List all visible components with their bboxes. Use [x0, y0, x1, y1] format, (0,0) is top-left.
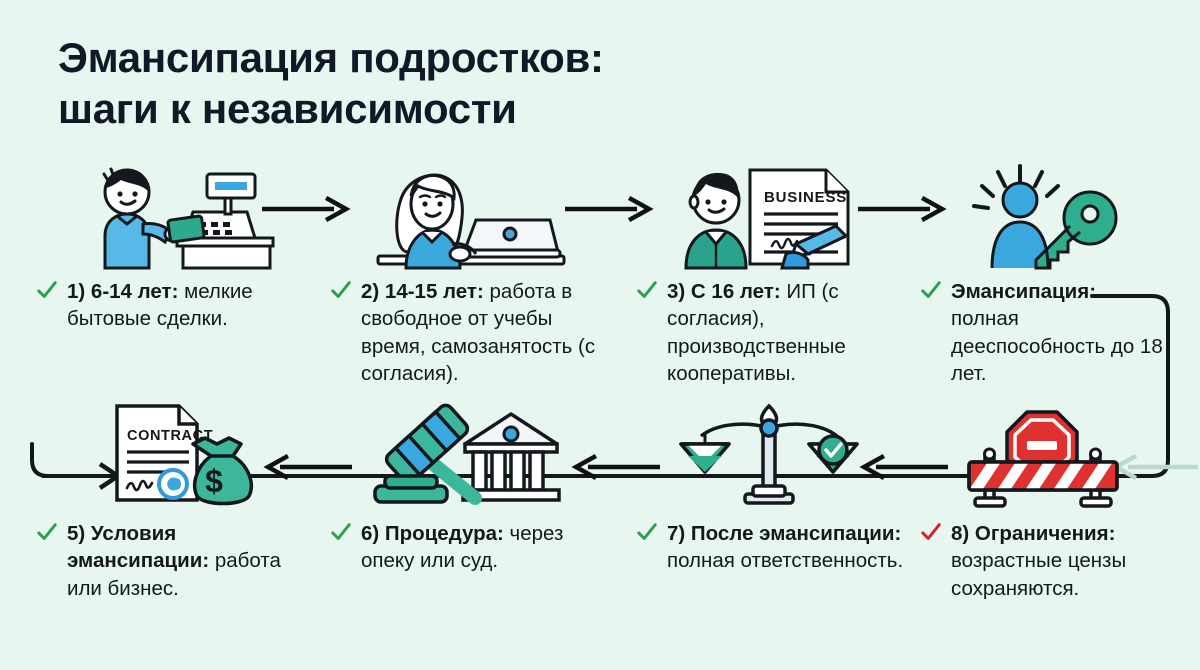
person-with-key-icon — [918, 160, 1168, 270]
check-icon-8 — [921, 523, 941, 540]
arrow-step7-to-step6 — [570, 453, 660, 481]
flow-row-1: 1) 6-14 лет: мелкие бытовые сделки. — [0, 160, 1200, 400]
check-icon-6 — [331, 523, 351, 540]
page-title: Эмансипация подростков: шаги к независим… — [58, 34, 604, 133]
step-2-text: 2) 14-15 лет: работа в свободное от учеб… — [328, 278, 616, 387]
step-5-bold: 5) Условия эмансипации: — [67, 522, 210, 573]
step-4-text: Эмансипация: полная дееспособность до 18… — [918, 278, 1168, 387]
check-icon-2 — [331, 281, 351, 298]
teen-paying-at-cash-register-icon — [34, 160, 306, 270]
step-card-1: 1) 6-14 лет: мелкие бытовые сделки. — [34, 160, 306, 333]
step-1-text: 1) 6-14 лет: мелкие бытовые сделки. — [34, 278, 306, 333]
step-card-5: CONTRACT $ — [34, 398, 312, 602]
step-7-bold: 7) После эмансипации: — [667, 522, 902, 545]
money-symbol-label: $ — [205, 463, 223, 499]
contract-document-label: CONTRACT — [127, 428, 213, 444]
arrow-step1-to-step2 — [262, 195, 352, 223]
scales-of-justice-icon — [634, 398, 904, 510]
step-6-rest: через опеку или суд. — [361, 522, 564, 573]
step-4-rest: полная дееспособность до 18 лет. — [951, 307, 1163, 385]
flow-row-2: CONTRACT $ — [0, 398, 1200, 663]
gavel-and-courthouse-icon — [328, 398, 593, 510]
arrow-step3-to-step4 — [858, 195, 948, 223]
business-document-label: BUSINESS — [764, 189, 847, 206]
step-card-6: 6) Процедура: через опеку или суд. — [328, 398, 593, 575]
step-card-4: Эмансипация: полная дееспособность до 18… — [918, 160, 1168, 387]
arrow-step6-to-step5 — [262, 453, 352, 481]
step-2-bold: 2) 14-15 лет: — [361, 280, 484, 303]
check-icon-4 — [921, 281, 941, 298]
step-6-bold: 6) Процедура: — [361, 522, 504, 545]
step-1-bold: 1) 6-14 лет: — [67, 280, 179, 303]
check-icon-5 — [37, 523, 57, 540]
step-8-bold: 8) Ограничения: — [951, 522, 1116, 545]
step-5-text: 5) Условия эмансипации: работа или бизне… — [34, 520, 312, 602]
road-barrier-stop-sign-icon — [918, 398, 1180, 510]
step-3-text: 3) С 16 лет: ИП (с согласия), производст… — [634, 278, 906, 387]
check-icon-7 — [637, 523, 657, 540]
step-card-7: 7) После эмансипации: полная ответственн… — [634, 398, 904, 575]
teen-girl-working-on-laptop-icon — [328, 160, 616, 270]
arrow-step2-to-step3 — [565, 195, 655, 223]
step-4-bold: Эмансипация: — [951, 280, 1097, 303]
step-6-text: 6) Процедура: через опеку или суд. — [328, 520, 593, 575]
step-5-rest: работа или бизнес. — [67, 549, 281, 600]
step-8-text: 8) Ограничения: возрастные цензы сохраня… — [918, 520, 1180, 602]
check-icon-1 — [37, 281, 57, 298]
arrow-step8-to-step7 — [858, 453, 948, 481]
step-7-rest: полная ответственность. — [667, 549, 904, 573]
step-card-8: 8) Ограничения: возрастные цензы сохраня… — [918, 398, 1180, 602]
check-icon-3 — [637, 281, 657, 298]
step-card-2: 2) 14-15 лет: работа в свободное от учеб… — [328, 160, 616, 387]
step-7-text: 7) После эмансипации: полная ответственн… — [634, 520, 904, 575]
step-3-bold: 3) С 16 лет: — [667, 280, 781, 303]
man-signing-business-document-icon: BUSINESS — [634, 160, 906, 270]
contract-and-money-bag-icon: CONTRACT $ — [34, 398, 312, 510]
step-card-3: BUSINESS — [634, 160, 906, 387]
step-8-rest: возрастные цензы сохраняются. — [951, 549, 1127, 600]
